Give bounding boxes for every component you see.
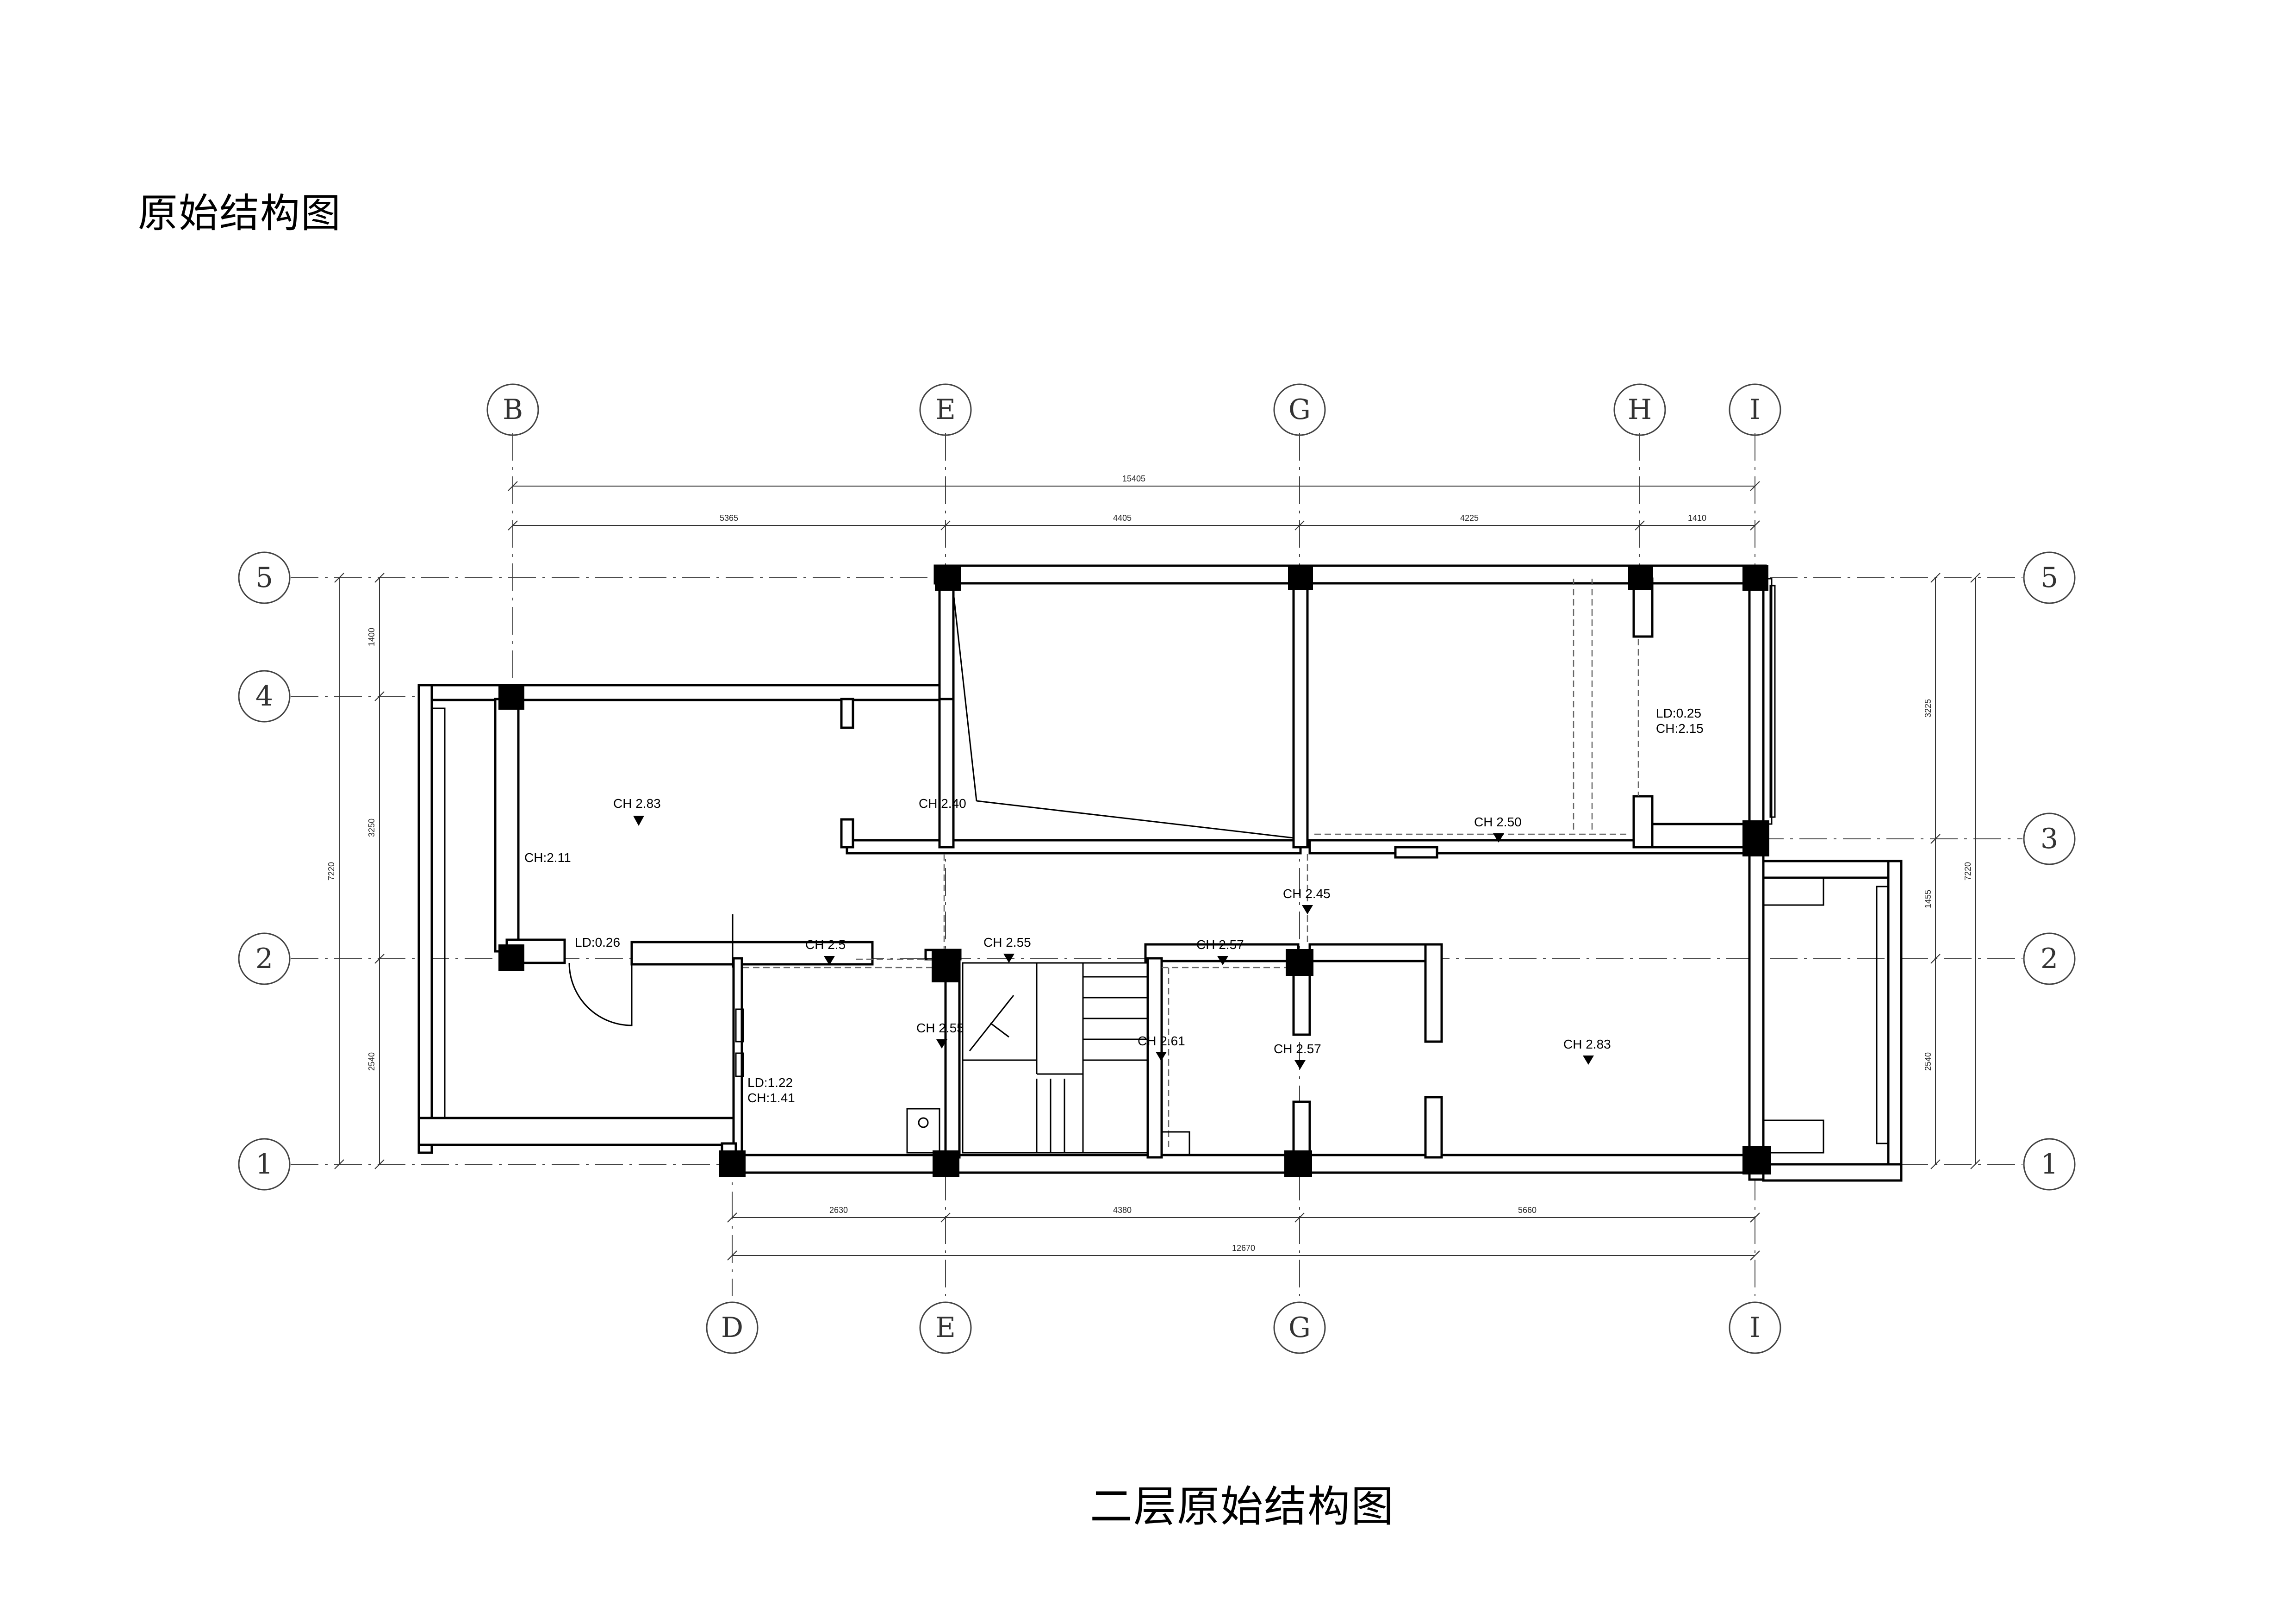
dim-right-seg-1: 3225: [1923, 699, 1933, 718]
marker-ch-245: [1302, 905, 1313, 914]
dim-right-overall: 7220: [1963, 862, 1972, 881]
label-ch-257b: CH 2.57: [1274, 1042, 1321, 1056]
axis-top-b: B: [503, 394, 523, 426]
walls: [417, 564, 1903, 1182]
label-ch-257a: CH 2.57: [1196, 937, 1244, 952]
marker-ch-261: [1156, 1052, 1167, 1061]
dim-top-seg-3: 4225: [1460, 513, 1479, 523]
detail-lines: [568, 592, 1294, 1156]
dim-bottom-seg-1: 2630: [829, 1206, 848, 1215]
dim-right-seg-2: 1455: [1923, 890, 1933, 908]
bottom-dimensions: 2630 4380 5660 12670: [727, 1206, 1760, 1261]
axis-top-h: H: [1628, 394, 1652, 426]
label-ch-255b: CH 2.55: [916, 1021, 964, 1035]
axis-bottom-g: G: [1288, 1312, 1311, 1344]
right-dimensions: 3225 1455 2540 7220: [1923, 573, 1980, 1169]
annotations: CH 2.83 CH:2.11 CH 2.40 LD:0.26 CH 2.5 C…: [524, 706, 1704, 1105]
label-ld-025: LD:0.25: [1656, 706, 1701, 720]
left-dimensions: 7220 1400 3250 2540: [327, 573, 385, 1169]
dim-left-seg-2: 3250: [367, 818, 376, 837]
dim-top-seg-4: 1410: [1688, 513, 1706, 523]
marker-ch-283-left: [633, 816, 644, 826]
axis-top-g: G: [1288, 394, 1311, 426]
beam-lines: [743, 579, 1639, 1148]
axis-left-1: 1: [255, 1148, 273, 1181]
marker-ch-257a: [1217, 956, 1228, 965]
axis-top-i: I: [1749, 394, 1761, 426]
label-ch-250: CH 2.50: [1474, 815, 1522, 829]
axis-bubbles-top: B E G H I: [486, 383, 1781, 436]
dim-left-seg-1: 1400: [367, 628, 376, 646]
label-ch-261: CH 2.61: [1138, 1034, 1185, 1048]
dim-bottom-overall: 12670: [1232, 1243, 1255, 1253]
label-ch-141: CH:1.41: [747, 1091, 795, 1105]
columns: [498, 565, 1771, 1177]
label-ch-283-right: CH 2.83: [1563, 1037, 1611, 1051]
top-dimensions: 15405 5365 4405 4225 1410: [508, 474, 1760, 531]
plan-title: 二层原始结构图: [1090, 1482, 1395, 1531]
axis-bottom-i: I: [1749, 1312, 1761, 1344]
dim-bottom-seg-3: 5660: [1518, 1206, 1537, 1215]
marker-ch-283-right: [1583, 1056, 1594, 1065]
dim-top-seg-2: 4405: [1113, 513, 1132, 523]
marker-ch-250: [1493, 833, 1504, 843]
marker-ch-255a: [1003, 954, 1014, 963]
label-ch-240: CH 2.40: [919, 796, 966, 811]
axis-bottom-d: D: [721, 1312, 743, 1344]
marker-ch-257b: [1294, 1060, 1306, 1069]
axis-right-3: 3: [2041, 823, 2058, 855]
dim-left-overall: 7220: [327, 862, 336, 881]
label-ld-026: LD:0.26: [575, 935, 620, 949]
dim-top-overall: 15405: [1122, 474, 1145, 483]
axis-right-5: 5: [2041, 562, 2058, 594]
axis-right-2: 2: [2041, 943, 2058, 975]
axis-left-2: 2: [255, 943, 273, 975]
dim-left-seg-3: 2540: [367, 1052, 376, 1071]
axis-bubbles-bottom: D E G I: [706, 1301, 1781, 1354]
dim-top-seg-1: 5365: [720, 513, 738, 523]
dim-right-seg-3: 2540: [1923, 1052, 1933, 1071]
page-title: 原始结构图: [138, 190, 342, 237]
axis-bottom-e: E: [935, 1312, 956, 1344]
axis-left-4: 4: [255, 680, 273, 712]
axis-bubbles-right: 5 3 2 1: [2023, 551, 2076, 1191]
axis-left-5: 5: [255, 562, 273, 594]
label-ld-122: LD:1.22: [747, 1075, 793, 1090]
label-ch-2xx: CH 2.5: [805, 937, 846, 952]
marker-ch-2xx: [824, 956, 835, 965]
axis-bubbles-left: 5 4 2 1: [238, 551, 291, 1191]
axis-right-1: 1: [2041, 1148, 2058, 1181]
label-ch-245: CH 2.45: [1283, 887, 1331, 901]
marker-ch-255b: [936, 1039, 947, 1049]
label-ch-211: CH:2.11: [524, 850, 571, 865]
label-ch-215: CH:2.15: [1656, 721, 1704, 736]
label-ch-283-left: CH 2.83: [613, 796, 661, 811]
label-ch-255a: CH 2.55: [983, 935, 1031, 949]
dim-bottom-seg-2: 4380: [1113, 1206, 1132, 1215]
axis-top-e: E: [935, 394, 956, 426]
